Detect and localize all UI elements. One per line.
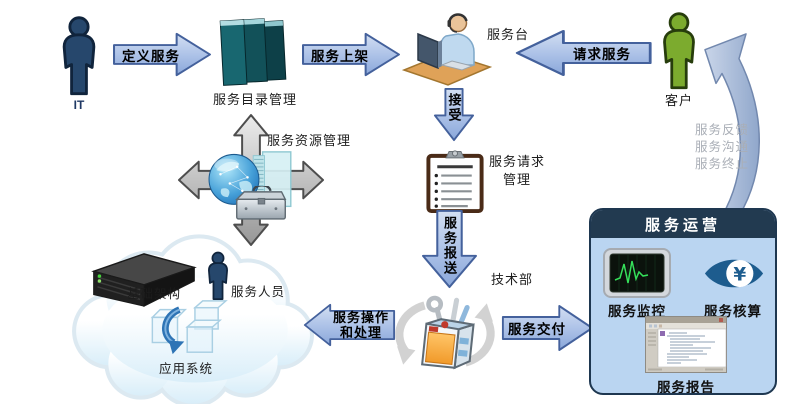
tech-toolbox-icon: [395, 295, 495, 370]
feedback-line-3: 服务终止: [695, 157, 750, 171]
service-monitoring-icon: [603, 248, 671, 298]
accept-arrow: 接受: [433, 87, 475, 142]
service-report-label: 服务报告: [657, 380, 715, 395]
define-service-arrow: 定义服务: [112, 31, 213, 78]
infrastructure-label: 基础架构: [127, 287, 182, 301]
feedback-line-1: 服务反馈: [695, 123, 750, 137]
customer-label: 客户: [664, 93, 693, 108]
service-catalog-label: 服务目录管理: [212, 92, 297, 107]
application-system-label: 应用系统: [159, 362, 214, 376]
accept-arrow-label: 接受: [446, 93, 462, 123]
feedback-text-block: 服务反馈 服务沟通 服务终止: [695, 119, 750, 171]
left-arrow-icon: [515, 30, 652, 76]
infrastructure-server-icon: [91, 253, 197, 307]
define-service-arrow-label: 定义服务: [122, 48, 180, 64]
service-launch-arrow: 服务上架: [301, 31, 402, 78]
feedback-line-2: 服务沟通: [695, 140, 750, 154]
tech-dept-label: 技术部: [491, 272, 534, 287]
application-system-icon: [150, 300, 228, 355]
service-submit-arrow: 服务报送: [421, 209, 478, 289]
service-report-icon: [645, 316, 727, 373]
service-submit-arrow-label: 服务报送: [442, 216, 457, 276]
service-catalog-books-icon: [219, 18, 287, 86]
service-accounting-icon: ¥: [704, 259, 764, 288]
yen-symbol: ¥: [733, 264, 746, 285]
right-arrow-icon: [501, 305, 594, 351]
service-monitoring-label: 服务监控: [608, 304, 666, 319]
right-arrow-icon: [113, 32, 211, 77]
service-operation-arrow: 服务操作 和处理: [302, 303, 396, 347]
down-arrow-icon: [433, 87, 475, 142]
down-arrow-icon: [422, 209, 477, 289]
service-operations-header: 服务运营: [591, 210, 775, 238]
resource-toolbox-icon: [235, 186, 287, 220]
service-request-clipboard-icon: [426, 150, 484, 214]
request-service-arrow-label: 请求服务: [573, 47, 631, 62]
it-person-icon: [62, 16, 96, 96]
customer-icon: [663, 12, 695, 90]
service-desk-label: 服务台: [487, 27, 530, 42]
left-arrow-icon: [303, 303, 396, 347]
it-label: IT: [73, 98, 85, 112]
right-arrow-icon: [302, 32, 400, 77]
service-operations-box: 服务运营 ¥ 服务监控 服务核算: [589, 208, 777, 395]
service-launch-arrow-label: 服务上架: [311, 48, 369, 64]
request-service-arrow: 请求服务: [513, 28, 653, 78]
service-staff-label: 服务人员: [231, 285, 286, 299]
service-desk-icon: [402, 13, 492, 86]
service-delivery-arrow: 服务交付: [501, 303, 595, 353]
service-delivery-arrow-label: 服务交付: [508, 322, 566, 337]
resource-mgmt-label: 服务资源管理: [267, 133, 352, 148]
service-accounting-label: 服务核算: [704, 304, 762, 319]
service-operation-arrow-label: 服务操作 和处理: [332, 310, 389, 340]
service-request-label: 服务请求 管理: [488, 154, 545, 187]
service-staff-icon: [208, 251, 228, 300]
